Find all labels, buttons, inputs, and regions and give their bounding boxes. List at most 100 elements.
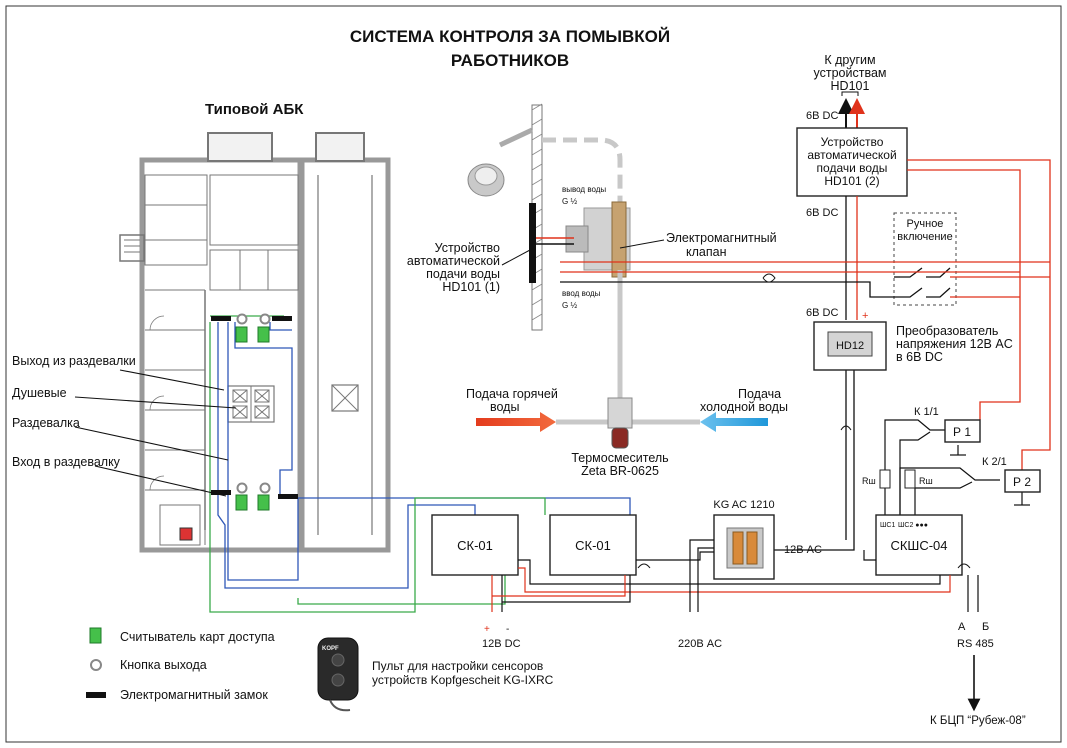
card-reader-icon — [89, 627, 102, 644]
manual-label-line2: включение — [897, 231, 952, 243]
cold-water-line1: Подача — [738, 387, 781, 401]
manual-label-line1: Ручное — [907, 218, 944, 230]
callout-changing: Раздевалка — [12, 416, 80, 430]
plan-title: Типовой АБК — [205, 101, 304, 118]
contact-k11: К 1/1 — [914, 406, 939, 418]
shower-head-icon — [467, 127, 534, 197]
hot-water-line2: воды — [490, 400, 519, 414]
cold-water-arrow — [700, 412, 768, 432]
remote-caption-line2: устройств Kopfgescheit KG-IXRC — [372, 673, 554, 687]
diagram-title-line2: РАБОТНИКОВ — [451, 51, 569, 70]
hd101-1-line3: подачи воды — [426, 267, 500, 281]
exit-button-icon — [90, 659, 102, 671]
hd101-2-line2: автоматической — [807, 148, 896, 162]
alarm-panel-icon — [179, 527, 193, 541]
resistor-2-label: Rш — [919, 476, 933, 486]
relay-p2-box — [1004, 469, 1041, 493]
hd101-2-line4: HD101 (2) — [824, 174, 879, 188]
control-wiring — [560, 159, 1051, 551]
other-devices-line2: устройствам — [814, 66, 887, 80]
floor-plan — [119, 132, 391, 553]
magnetic-lock-icon — [86, 692, 106, 698]
ck01-1-box — [431, 514, 519, 576]
dc-plus: + — [484, 624, 490, 635]
polarity-plus: + — [862, 310, 868, 322]
voltage-6v-mid: 6В DC — [806, 207, 838, 219]
cold-water-line2: холодной воды — [700, 400, 788, 414]
voltage-6v-bottom: 6В DC — [806, 307, 838, 319]
valve-label-line1: Электромагнитный — [666, 231, 777, 245]
other-devices-bracket — [841, 91, 859, 96]
remote-caption-line1: Пульт для настройки сенсоров — [372, 659, 543, 673]
remote-brand: KOPF — [322, 646, 339, 652]
callout-entry-changing: Вход в раздевалку — [12, 455, 121, 469]
mixer-label-line1: Термосмеситель — [571, 451, 668, 465]
relay-wiring — [884, 419, 1030, 515]
converter-line2: напряжения 12В AC — [896, 337, 1013, 351]
transformer-title: KG AC 1210 — [713, 499, 774, 511]
diagram-title-line1: СИСТЕМА КОНТРОЛЯ ЗА ПОМЫВКОЙ — [350, 27, 670, 46]
ck01-2-label: СК-01 — [575, 538, 611, 553]
valve-leader — [619, 239, 665, 249]
hd101-2-box — [796, 127, 908, 197]
relay-p2-label: Р 2 — [1013, 475, 1031, 489]
hd101-2-line1: Устройство — [821, 135, 884, 149]
callout-showers: Душевые — [12, 386, 67, 400]
manual-switch-box — [893, 212, 957, 306]
wire-break-mark — [957, 563, 971, 569]
valve-label-line2: клапан — [686, 245, 727, 259]
legend-exit-button: Кнопка выхода — [120, 658, 207, 672]
water-in-size: G ½ — [562, 301, 577, 310]
hd101-1-line4: HD101 (1) — [442, 280, 500, 294]
plan-devices — [211, 313, 298, 511]
callout-exit-changing: Выход из раздевалки — [12, 354, 136, 368]
rs485-a: А — [958, 621, 966, 633]
loop-sh1: ШС1 — [880, 522, 895, 529]
contact-k21: К 2/1 — [982, 456, 1007, 468]
hd101-1-line2: автоматической — [407, 254, 500, 268]
resistor-1 — [879, 469, 891, 489]
other-devices-line3: HD101 — [831, 79, 870, 93]
dc-minus: - — [506, 624, 509, 635]
converter-line1: Преобразователь — [896, 324, 998, 338]
legend-magnetic-lock: Электромагнитный замок — [120, 688, 268, 702]
bcp-label: К БЦП “Рубеж-08” — [930, 715, 1026, 727]
mixer-label-line2: Zeta BR-0625 — [581, 464, 659, 478]
other-devices-line1: К другим — [824, 53, 875, 67]
legend-card-reader: Считыватель карт доступа — [120, 630, 275, 644]
voltage-6v-top: 6В DC — [806, 110, 838, 122]
hd12-face — [827, 331, 873, 357]
loop-sh2: ШС2 ●●● — [898, 522, 928, 529]
skshc04-label: СКШС-04 — [890, 538, 947, 553]
hd101-2-line3: подачи воды — [817, 161, 888, 175]
wire-break-mark — [637, 563, 651, 569]
page-frame — [5, 5, 1062, 743]
plan-callout-lines — [74, 369, 237, 497]
resistor-1-label: Rш — [862, 476, 876, 486]
wire-break-mark — [762, 273, 776, 283]
water-out-label: вывод воды — [562, 185, 606, 194]
rs485-b: Б — [982, 621, 989, 633]
shower-pipe — [542, 137, 623, 210]
remote-control-icon — [317, 637, 359, 712]
ck01-1-label: СК-01 — [457, 538, 493, 553]
hd101-1-line1: Устройство — [435, 241, 500, 255]
hd101-1-leader — [501, 249, 531, 266]
voltage-12v-ac: 12В AC — [784, 544, 822, 556]
water-in-label: ввод воды — [562, 289, 601, 298]
ck01-2-box — [549, 514, 637, 576]
dc12-label: 12В DC — [482, 638, 521, 650]
relay-p1-box — [944, 419, 981, 443]
ac220-label: 220В AC — [678, 638, 722, 650]
hd101-1-sensor — [529, 203, 536, 283]
power-bus — [491, 539, 981, 712]
hot-water-line1: Подача горячей — [466, 387, 558, 401]
transformer-icon — [726, 527, 764, 569]
manual-switch-contacts — [900, 267, 951, 298]
thermostatic-mixer-icon — [607, 397, 633, 449]
solenoid-valve-icon — [536, 201, 631, 278]
relay-p1-label: Р 1 — [953, 425, 971, 439]
skshc04-box — [875, 514, 963, 576]
